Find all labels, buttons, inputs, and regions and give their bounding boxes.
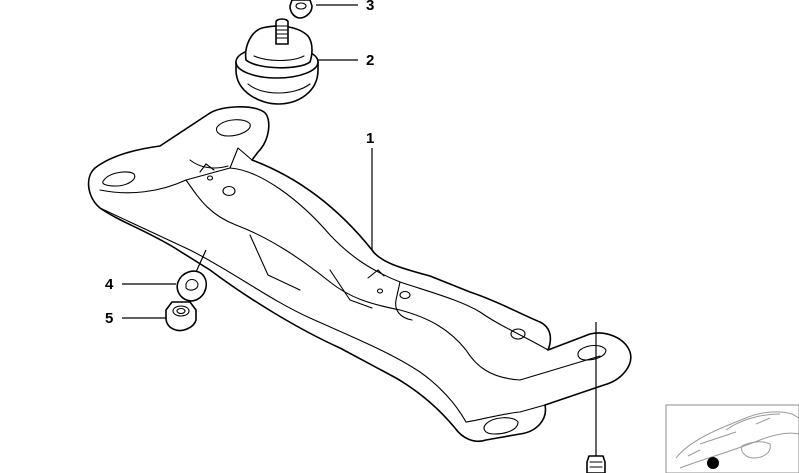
car-silhouette-icon — [675, 411, 799, 469]
callout-1: 1 — [366, 130, 374, 147]
top-nut-part[interactable] — [289, 0, 313, 19]
location-marker-icon — [707, 457, 719, 469]
crossmember-part[interactable] — [87, 106, 632, 443]
callout-4: 4 — [105, 276, 114, 293]
callout-2: 2 — [366, 52, 374, 69]
callout-labels: 3 2 1 4 5 — [105, 0, 374, 327]
lower-nut-part[interactable] — [165, 301, 197, 332]
washer-part[interactable] — [176, 270, 208, 302]
callout-3: 3 — [366, 0, 374, 14]
leader-lines — [122, 4, 373, 319]
rubber-mount-part[interactable] — [235, 18, 319, 105]
callout-5: 5 — [105, 310, 113, 327]
vehicle-locator-thumbnail[interactable] — [665, 404, 799, 473]
bolt-part[interactable] — [586, 322, 606, 473]
